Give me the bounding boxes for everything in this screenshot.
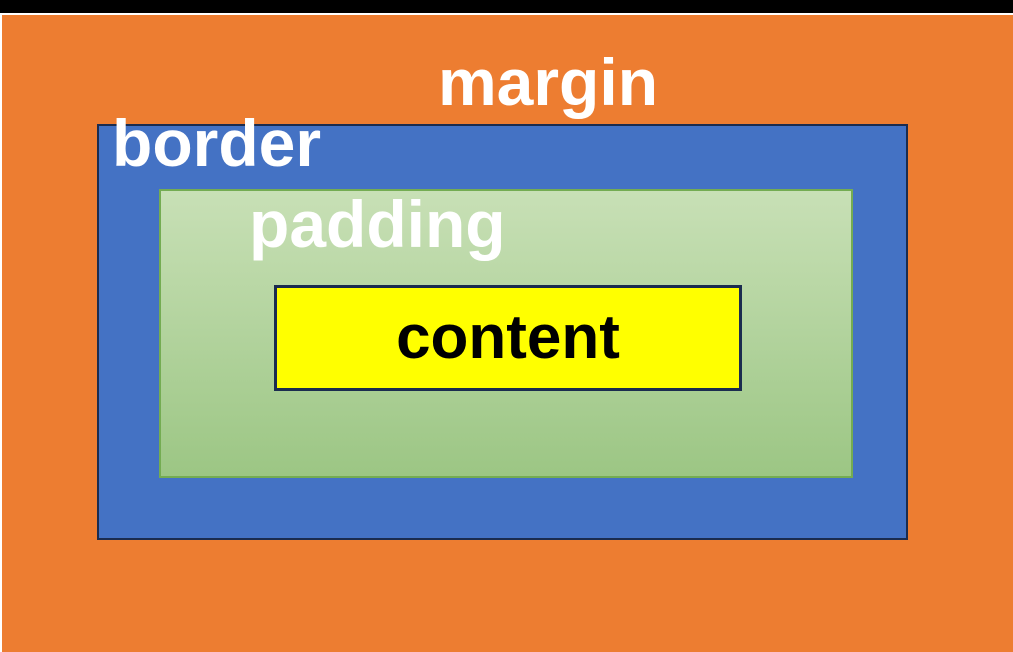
top-black-bar	[0, 0, 1013, 13]
border-label: border	[112, 106, 322, 180]
border-box: border padding content	[97, 110, 908, 540]
padding-box: padding content	[159, 189, 853, 478]
margin-label: margin	[437, 45, 659, 119]
content-box: content	[274, 285, 742, 391]
margin-box: margin border padding content	[2, 15, 1013, 652]
padding-label: padding	[249, 187, 506, 261]
content-label: content	[396, 303, 620, 372]
